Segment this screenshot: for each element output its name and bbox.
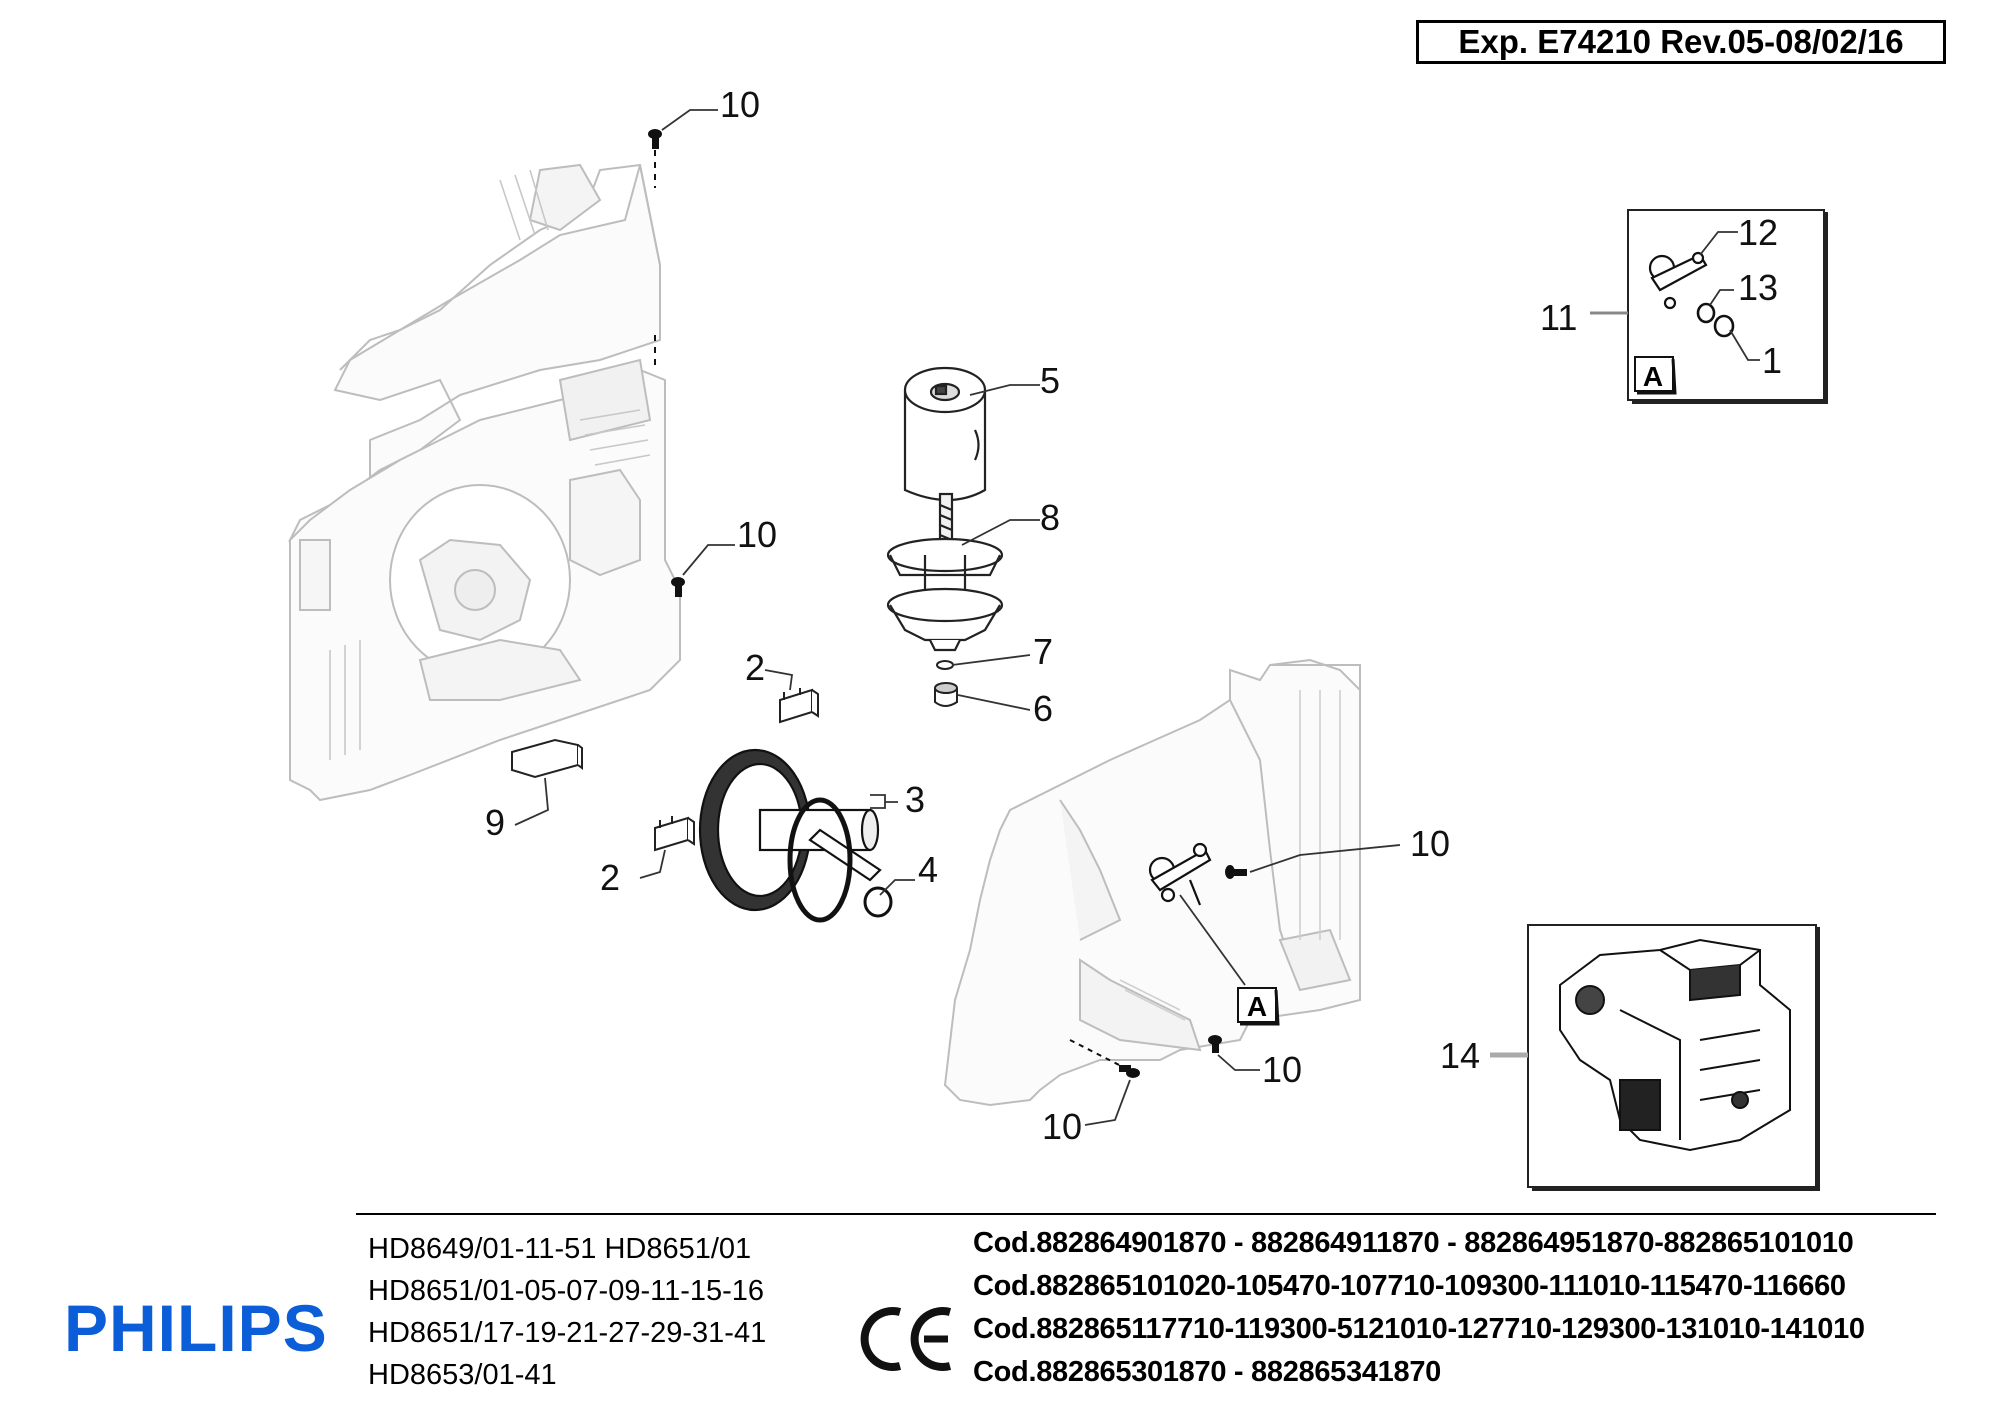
callout-10-right-bottom: 10 [1262, 1049, 1302, 1090]
philips-logo: PHILIPS [64, 1291, 328, 1365]
model-list: HD8649/01-11-51 HD8651/01 HD8651/01-05-0… [368, 1228, 766, 1396]
microswitch-part-2-upper [779, 688, 819, 724]
oring-part-1 [1713, 314, 1735, 338]
revision-box: Exp. E74210 Rev.05-08/02/16 [1416, 20, 1946, 64]
oring-part-13 [1696, 302, 1716, 324]
right-housing-frame [943, 658, 1361, 1107]
callout-2-lower: 2 [600, 857, 620, 898]
callout-1: 1 [1762, 340, 1782, 381]
left-housing-frame [287, 163, 681, 802]
right-housing-ribs [1119, 690, 1341, 1021]
oring-part-4 [863, 886, 893, 918]
callout-10-long: 10 [1042, 1106, 1082, 1147]
callout-6: 6 [1033, 688, 1053, 729]
screw-part-10-right-top [1225, 865, 1247, 879]
callout-13: 13 [1738, 267, 1778, 308]
callout-2-upper: 2 [745, 647, 765, 688]
left-housing-ribs [329, 169, 651, 760]
washer-part-7 [936, 660, 954, 670]
callout-9: 9 [485, 802, 505, 843]
switch-part-9 [511, 738, 583, 779]
brewing-unit-part-14 [1559, 938, 1791, 1152]
code-line: Cod.882864901870 - 882864911870 - 882864… [973, 1227, 1854, 1259]
leader-lines [514, 109, 1760, 1126]
model-line: HD8651/17-19-21-27-29-31-41 [368, 1317, 767, 1349]
callout-10-mid-left: 10 [737, 514, 777, 555]
callout-10-right-top: 10 [1410, 823, 1450, 864]
code-list: Cod.882864901870 - 882864911870 - 882864… [973, 1222, 1865, 1394]
detail-marker-A-text: A [1643, 361, 1663, 392]
callout-4: 4 [918, 849, 938, 890]
model-line: HD8653/01-41 [368, 1359, 557, 1391]
callout-11: 11 [1540, 297, 1577, 338]
detail-marker-A-mounted: A [1237, 987, 1280, 1026]
motor-part-5 [903, 366, 987, 546]
callout-10-top: 10 [720, 84, 760, 125]
detail-marker-A-mounted-text: A [1247, 991, 1267, 1022]
bracket-part-8 [886, 537, 1004, 652]
callout-7: 7 [1033, 631, 1053, 672]
code-line: Cod.882865301870 - 882865341870 [973, 1356, 1441, 1388]
screw-part-10-mid-left [671, 577, 685, 597]
screw-part-10-top [648, 129, 662, 365]
gear-part-3 [698, 748, 882, 923]
detail-marker-A-inset: A [1634, 356, 1677, 395]
coupling-part-12 [1648, 251, 1708, 310]
callout-5: 5 [1040, 360, 1060, 401]
screw-part-10-long [1069, 1039, 1140, 1078]
revision-text: Exp. E74210 Rev.05-08/02/16 [1458, 23, 1904, 60]
coupling-assembly-A-mounted [1148, 842, 1212, 906]
screw-part-10-right-bottom [1208, 1035, 1222, 1053]
footer-rule [356, 1213, 1936, 1215]
code-line: Cod.882865101020-105470-107710-109300-11… [973, 1270, 1846, 1302]
callout-12: 12 [1738, 212, 1778, 253]
callout-8: 8 [1040, 497, 1060, 538]
model-line: HD8649/01-11-51 HD8651/01 [368, 1233, 752, 1265]
callout-3: 3 [905, 779, 925, 820]
bushing-part-6 [934, 682, 958, 707]
model-line: HD8651/01-05-07-09-11-15-16 [368, 1275, 765, 1307]
code-line: Cod.882865117710-119300-5121010-127710-1… [973, 1313, 1865, 1345]
ce-mark-icon [860, 1307, 952, 1371]
microswitch-part-2-lower [654, 816, 695, 852]
callout-14: 14 [1440, 1035, 1480, 1076]
